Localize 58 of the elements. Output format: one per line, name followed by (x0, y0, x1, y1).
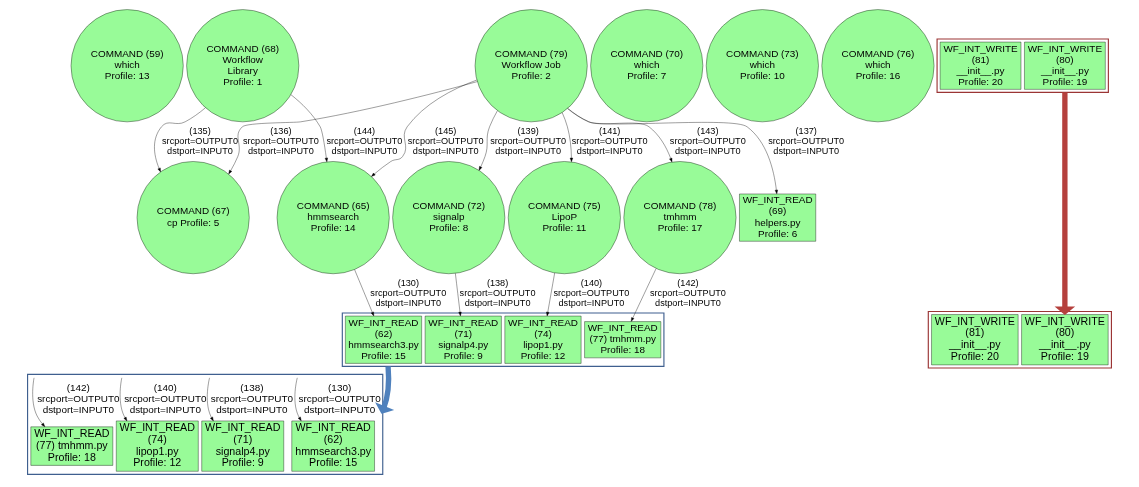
node-box: WF_INT_WRITE (80) __init__.py Profile: 19 (1024, 41, 1106, 90)
node-box: WF_INT_READ (62) hmmsearch3.py Profile: 15 (291, 420, 375, 472)
node-circle: COMMAND (76) which Profile: 16 (821, 9, 935, 123)
node-box: WF_INT_READ (74) lipop1.py Profile: 12 (116, 420, 199, 472)
edge-label: (139) srcport=OUTPUT0 dstport=INPUT0 (490, 126, 567, 156)
node-box: WF_INT_READ (71) signalp4.py Profile: 9 (424, 315, 502, 364)
arrow (567, 108, 673, 163)
node-box: WF_INT_READ (77) tmhmm.py Profile: 18 (584, 321, 662, 359)
node-circle: COMMAND (59) which Profile: 13 (70, 9, 184, 123)
edge-label: (137) srcport=OUTPUT0 dstport=INPUT0 (768, 126, 845, 156)
node-box: WF_INT_READ (71) signalp4.py Profile: 9 (201, 420, 284, 472)
edge-label: (143) srcport=OUTPUT0 dstport=INPUT0 (669, 126, 746, 156)
edge-label: (136) srcport=OUTPUT0 dstport=INPUT0 (242, 126, 319, 156)
arrow (546, 272, 555, 317)
node-box: WF_INT_WRITE (81) __init__.py Profile: 20 (939, 41, 1022, 90)
arrow (354, 269, 374, 317)
node-circle: COMMAND (75) LipoP Profile: 11 (508, 161, 621, 274)
arrow (119, 377, 128, 422)
arrow (228, 81, 478, 175)
arrow (294, 377, 302, 422)
arrow (375, 366, 395, 414)
node-circle: COMMAND (73) which Profile: 10 (706, 9, 819, 123)
edge-label: (142) srcport=OUTPUT0 dstport=INPUT0 (37, 381, 120, 415)
node-circle: COMMAND (65) hmmsearch Profile: 14 (276, 161, 390, 274)
edge-label: (142) srcport=OUTPUT0 dstport=INPUT0 (649, 278, 726, 308)
edge-label: (135) srcport=OUTPUT0 dstport=INPUT0 (162, 126, 238, 156)
edge-label: (144) srcport=OUTPUT0 dstport=INPUT0 (326, 126, 403, 156)
arrow (32, 377, 46, 427)
arrow (371, 79, 478, 177)
edge-label: (138) srcport=OUTPUT0 dstport=INPUT0 (459, 278, 536, 308)
node-circle: COMMAND (78) tmhmm Profile: 17 (623, 161, 737, 274)
edge-label: (140) srcport=OUTPUT0 dstport=INPUT0 (553, 278, 630, 308)
arrow (630, 268, 657, 322)
node-circle: COMMAND (79) Workflow Job Profile: 2 (474, 9, 588, 123)
arrow (290, 94, 328, 163)
node-box: WF_INT_READ (74) lipop1.py Profile: 12 (504, 315, 582, 364)
edge-label: (130) srcport=OUTPUT0 dstport=INPUT0 (370, 278, 447, 308)
edge-label: (141) srcport=OUTPUT0 dstport=INPUT0 (571, 126, 648, 156)
arrow (567, 108, 778, 195)
arrow (455, 273, 462, 317)
node-box: WF_INT_READ (69) helpers.py Profile: 6 (739, 193, 816, 242)
node-box: WF_INT_READ (62) hmmsearch3.py Profile: 15 (345, 315, 422, 364)
arrow (561, 112, 573, 163)
node-box: WF_INT_WRITE (81) __init__.py Profile: 20 (931, 314, 1019, 366)
node-box: WF_INT_READ (77) tmhmm.py Profile: 18 (30, 426, 114, 466)
edge-label: (138) srcport=OUTPUT0 dstport=INPUT0 (210, 381, 294, 415)
arrow (1054, 92, 1076, 315)
node-circle: COMMAND (72) signalp Profile: 8 (392, 161, 506, 274)
edge-label: (140) srcport=OUTPUT0 dstport=INPUT0 (124, 381, 207, 415)
node-circle: COMMAND (67) cp Profile: 5 (136, 161, 250, 274)
node-circle: COMMAND (70) which Profile: 7 (590, 9, 704, 123)
edge-label: (145) srcport=OUTPUT0 dstport=INPUT0 (407, 126, 484, 156)
edge-label: (130) srcport=OUTPUT0 dstport=INPUT0 (298, 381, 381, 415)
arrow (478, 110, 498, 171)
arrow (154, 107, 206, 173)
arrow (207, 377, 214, 422)
node-circle: COMMAND (68) Workflow Library Profile: 1 (186, 9, 300, 123)
node-box: WF_INT_WRITE (80) __init__.py Profile: 19 (1021, 314, 1109, 366)
